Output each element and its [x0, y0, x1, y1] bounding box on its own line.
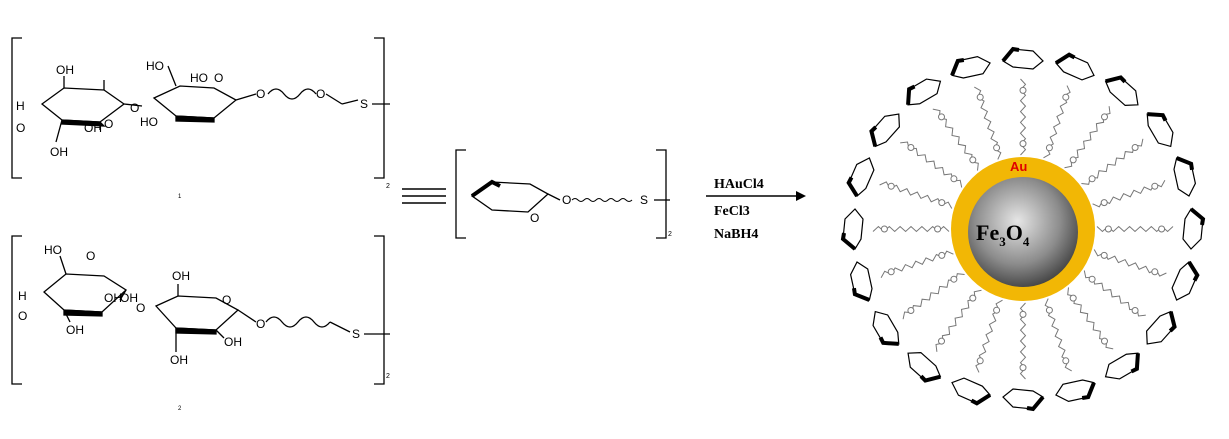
- reagents: HAuCl4 FeCl3 NaBH4: [714, 177, 764, 242]
- ligand: [849, 250, 954, 302]
- compound-number: 2: [178, 406, 182, 412]
- ligand: [950, 55, 1002, 160]
- label-o: O: [130, 101, 139, 115]
- reaction-arrow: [706, 191, 806, 201]
- label-h: H: [16, 99, 25, 113]
- label-ho: HO: [140, 115, 158, 129]
- label-o: O: [256, 317, 265, 331]
- label-oh: OH: [56, 63, 74, 77]
- reagent-fecl3: FeCl3: [714, 204, 750, 219]
- molecule-2: [11, 235, 390, 385]
- compound-number: 1: [178, 194, 182, 200]
- label-oh: OH: [170, 353, 188, 367]
- label-s: S: [360, 97, 368, 111]
- molecule-1: [11, 37, 390, 179]
- ligand: [1093, 249, 1200, 301]
- label-o: O: [86, 249, 95, 263]
- ligand: [907, 289, 982, 383]
- ligand: [1044, 298, 1096, 403]
- label-o: O: [222, 293, 231, 307]
- label-o: O: [316, 87, 325, 101]
- fe3o4-label: Fe3O4: [976, 220, 1030, 249]
- ligand: [872, 273, 965, 346]
- label-oh: OH: [50, 145, 68, 159]
- right-bracket: [374, 235, 385, 385]
- ligand: [1083, 270, 1177, 345]
- subscript: 2: [386, 183, 390, 190]
- subscript: 2: [386, 373, 390, 380]
- reagent-haucl4: HAuCl4: [714, 177, 764, 192]
- ligand: [840, 208, 950, 251]
- left-bracket: [455, 149, 466, 239]
- simplified-ligand: [455, 149, 670, 239]
- ligand: [1096, 207, 1206, 250]
- ring-a-wedge: [61, 119, 106, 127]
- left-bracket: [11, 235, 22, 385]
- label-o: O: [136, 301, 145, 315]
- arrow-head: [796, 191, 806, 201]
- right-bracket: [374, 37, 385, 179]
- label-ho: HO: [190, 71, 208, 85]
- label-o: O: [18, 309, 27, 323]
- ligand: [1002, 302, 1045, 412]
- label-oh: OH: [120, 291, 138, 305]
- ligand: [869, 113, 963, 188]
- label-o: O: [256, 87, 265, 101]
- ring-a-wedge: [63, 309, 103, 317]
- iron-oxide-core: [968, 177, 1078, 287]
- label-s: S: [352, 327, 360, 341]
- ligand: [1092, 156, 1197, 208]
- ligand-shell: [840, 46, 1206, 412]
- ligand: [1001, 46, 1044, 156]
- ligand: [906, 78, 979, 171]
- ring-b: [152, 85, 238, 119]
- label-o: O: [104, 117, 113, 131]
- label-oh: OH: [104, 291, 122, 305]
- label-ho: HO: [44, 243, 62, 257]
- label-o: O: [214, 71, 223, 85]
- label-oh: OH: [66, 323, 84, 337]
- link-o-label: O: [562, 193, 571, 207]
- ligand: [1081, 112, 1174, 185]
- ligand: [1043, 52, 1095, 159]
- label-oh: OH: [84, 121, 102, 135]
- right-bracket: [656, 149, 667, 239]
- molecule-2-labels: HO H O OH OH O OH O OH O OH O S OH 2 2: [18, 243, 390, 412]
- label-ho: HO: [146, 59, 164, 73]
- ring-b-wedge: [175, 115, 215, 123]
- left-bracket: [11, 37, 22, 179]
- molecule-1-labels: OH HO HO O H O O OH O HO OH O O S 1 2: [16, 59, 390, 200]
- ligand: [951, 299, 1003, 406]
- equivalent-sign: [402, 188, 446, 204]
- subscript: 2: [668, 231, 672, 238]
- label-oh: OH: [172, 269, 190, 283]
- ligand: [1064, 75, 1139, 169]
- s-label: S: [640, 193, 648, 207]
- label-o: O: [16, 121, 25, 135]
- label-h: H: [18, 289, 27, 303]
- ring-o-label: O: [530, 211, 539, 225]
- ligand: [846, 157, 953, 209]
- ring-b-wedge: [175, 327, 217, 335]
- label-oh: OH: [224, 335, 242, 349]
- au-label: Au: [1010, 159, 1027, 174]
- ligand: [1067, 287, 1140, 380]
- reagent-nabh4: NaBH4: [714, 227, 758, 242]
- simplified-ligand-labels: O O S 2: [530, 193, 672, 238]
